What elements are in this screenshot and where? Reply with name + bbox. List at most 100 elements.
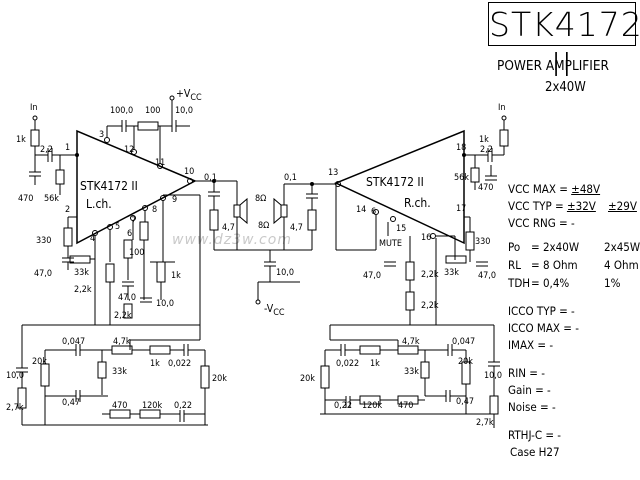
vcc-minus-label: -VCC [264,303,285,318]
pot-20k-left-1 [40,363,50,387]
label-c-47-left-2: 47,0 [118,293,136,303]
label-c-0-022-right: 0,022 [336,359,359,369]
spec-tdh-alt: 1% [604,276,621,290]
pin-12: 12 [124,145,134,155]
pin-8: 8 [152,205,157,215]
resistor-2-2k-right-2 [405,291,415,311]
label-in-right: In [498,103,506,113]
speaker-left [233,204,241,218]
label-c-0-047-right: 0,047 [452,337,475,347]
pin-6-right: 6 [371,207,376,217]
title-box: STK4172 II [488,2,640,84]
resistor-2-2k-right-1 [405,261,415,281]
label-c-10-mid: 10,0 [276,268,294,278]
label-c-0-022-left: 0,022 [168,359,191,369]
label-c-10-top: 10,0 [175,106,193,116]
resistor-4-7-right [307,209,317,231]
pin-2: 2 [65,205,70,215]
label-r-2-7k-left: 2,7k [6,403,24,413]
label-speaker-left: 8Ω [255,194,266,204]
spec-tdh-label: TDH [508,276,531,290]
resistor-4-7-left [209,209,219,231]
subtitle: POWER AMPLIFIER [497,58,609,74]
label-c-0-22-left: 0,22 [174,401,192,411]
resistor-1k-left-bottom [149,345,171,355]
label-r-33k-left: 33k [74,268,89,278]
resistor-4-7k-left [111,345,133,355]
spec-gain: Gain = - [508,383,551,397]
label-r-4-7-left: 4,7 [222,223,235,233]
label-mute: MUTE [379,239,402,249]
resistor-33k-left-bottom [97,361,107,379]
resistor-1k-left-2 [156,261,166,283]
label-c-2-2-left: 2,2 [40,145,53,155]
spec-vcc-max: VCC MAX = ±48V [508,182,601,196]
resistor-33k-right [445,255,467,264]
resistor-1k-in-left [30,129,40,147]
label-c-0-22-right: 0,22 [334,401,352,411]
resistor-120k-left [139,409,161,419]
label-c-0-47-left: 0,47 [62,398,80,408]
label-c-0-047-left: 0,047 [62,337,85,347]
label-c-47-left: 47,0 [34,269,52,279]
pin-7: 7 [131,216,136,226]
resistor-470-left [109,409,131,419]
label-c-10-left-bottom: 10,0 [6,371,24,381]
label-r-120k-left: 120k [142,401,162,411]
spec-rl-alt: 4 Ohm [604,258,639,272]
label-r-2-2k-right-1: 2,2k [421,270,439,280]
label-r-100-top: 100 [145,106,160,116]
label-pot-20k-left-1: 20k [32,357,47,367]
label-r-100-left: 100 [129,248,144,258]
label-c-2-2-right: 2,2 [480,145,493,155]
spec-vcc-typ: VCC TYP = ±32V [508,199,596,213]
chip-left-channel: L.ch. [86,197,112,211]
label-c-10-right-bottom: 10,0 [484,371,502,381]
resistor-4-7k-right [397,345,419,355]
speaker-right [280,204,288,218]
label-r-1k-left-bottom: 1k [150,359,160,369]
pin-5: 5 [115,222,120,232]
label-c-0-47-right: 0,47 [456,397,474,407]
pin-14: 14 [356,205,366,215]
pin-4: 4 [90,234,95,244]
label-c-47-right: 47,0 [478,271,496,281]
label-c-100-top: 100,0 [110,106,133,116]
label-r-33k-right-bottom: 33k [404,367,419,377]
pin-18: 18 [456,143,466,153]
label-r-330-left: 330 [36,236,51,246]
resistor-330-left [63,227,73,247]
spec-icco-max: ICCO MAX = - [508,321,579,335]
spec-po-label: Po [508,240,521,254]
label-r-2-2k-right-2: 2,2k [421,301,439,311]
resistor-1k-right-bottom [359,345,381,355]
label-r-1k-in-right: 1k [479,135,489,145]
label-pot-20k-right-1: 20k [458,357,473,367]
pot-20k-left-2 [200,365,210,389]
spec-rthj: RTHJ-C = - [508,428,562,442]
label-r-33k-right: 33k [444,268,459,278]
resistor-1k-in-right [499,129,509,147]
spec-po-alt: 2x45W [604,240,640,254]
amp-right-triangle [334,129,465,245]
pin-1: 1 [65,143,70,153]
label-r-2-2k-left-1: 2,2k [74,285,92,295]
label-c-470-right: 470 [478,183,493,193]
spec-imax: IMAX = - [508,338,554,352]
spec-rl-label: RL [508,258,521,272]
label-r-4-7-right: 4,7 [290,223,303,233]
label-pot-20k-right-2: 20k [300,374,315,384]
label-pot-20k-left-2: 20k [212,374,227,384]
label-r-1k-in-left: 1k [16,135,26,145]
resistor-2-2k-left-2 [123,303,133,319]
pin-15: 15 [396,224,406,234]
spec-rin: RIN = - [508,366,545,380]
spec-noise: Noise = - [508,400,556,414]
resistor-56k-left [55,169,65,185]
resistor-2-2k-left-1 [105,263,115,283]
label-r-2-2k-left-2: 2,2k [114,311,132,321]
watermark: www.dz3w.com [172,232,292,248]
resistor-2-7k-right [489,395,499,415]
label-c-470-left: 470 [18,194,33,204]
